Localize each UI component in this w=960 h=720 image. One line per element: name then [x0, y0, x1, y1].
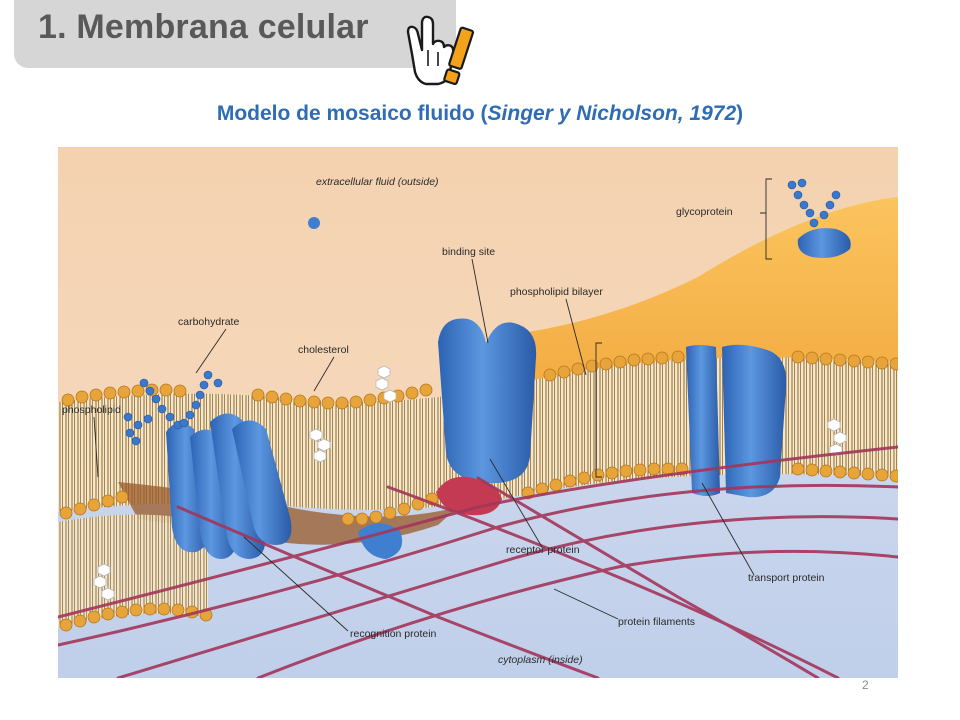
title-tab — [14, 0, 456, 68]
label-recognition-protein: recognition protein — [350, 628, 437, 640]
label-cytoplasm: cytoplasm (inside) — [498, 654, 583, 666]
slide-title: 1. Membrana celular — [38, 8, 369, 46]
label-cholesterol: cholesterol — [298, 344, 349, 356]
membrane-illustration: extracellular fluid (outside) glycoprote… — [58, 147, 898, 678]
fluid-mosaic-diagram: extracellular fluid (outside) glycoprote… — [58, 147, 898, 678]
label-phospholipid: phospholipid — [62, 404, 121, 416]
pointing-hand-icon — [406, 15, 475, 86]
label-extracellular: extracellular fluid (outside) — [316, 176, 439, 188]
label-transport-protein: transport protein — [748, 572, 825, 584]
slide-subtitle: Modelo de mosaico fluido (Singer y Nicho… — [216, 102, 744, 125]
page-number: 2 — [862, 678, 869, 692]
label-carbohydrate: carbohydrate — [178, 316, 239, 328]
label-protein-filaments: protein filaments — [618, 616, 695, 628]
label-glycoprotein: glycoprotein — [676, 206, 733, 218]
label-receptor-protein: receptor protein — [506, 544, 580, 556]
label-binding-site: binding site — [442, 246, 495, 258]
label-phospholipid-bilayer: phospholipid bilayer — [510, 286, 603, 298]
